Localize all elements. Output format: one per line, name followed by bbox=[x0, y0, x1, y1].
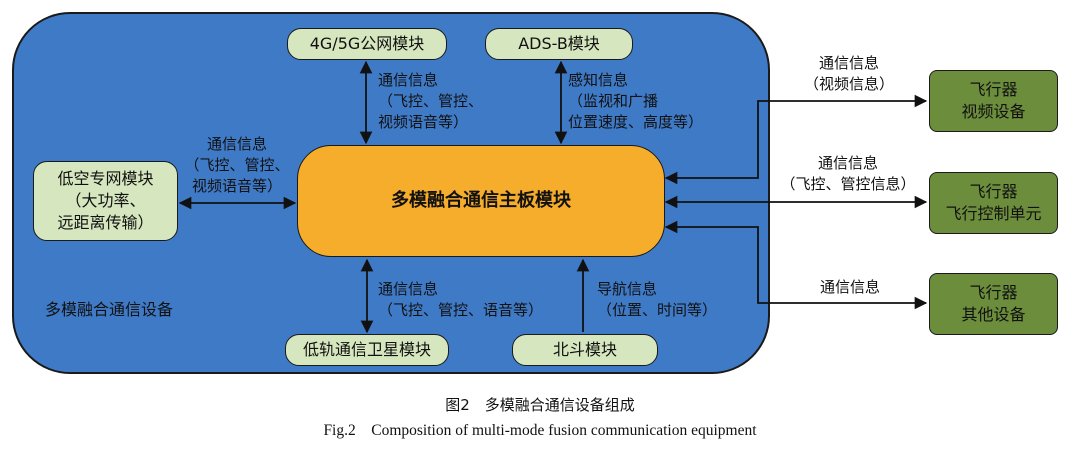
label-flight-ctrl: 通信信息 （飞控、管控信息） bbox=[780, 154, 916, 193]
main-board-module: 多模融合通信主板模块 bbox=[297, 145, 665, 257]
aircraft-video-device: 飞行器 视频设备 bbox=[929, 70, 1058, 132]
arrow-other-dev bbox=[664, 220, 928, 310]
beidou-module: 北斗模块 bbox=[512, 334, 658, 366]
caption-en: Fig.2 Composition of multi-mode fusion c… bbox=[323, 422, 757, 439]
label-adsb: 感知信息 （监视和广播 位置速度、高度等） bbox=[568, 71, 704, 131]
label-low-alt: 通信信息 （飞控、管控、 视频语音等） bbox=[184, 135, 290, 195]
caption-zh: 图2 多模融合通信设备组成 bbox=[445, 396, 635, 414]
aircraft-other-device: 飞行器 其他设备 bbox=[929, 273, 1058, 335]
adsb-module: ADS-B模块 bbox=[485, 28, 633, 60]
label-beidou: 导航信息 （位置、时间等） bbox=[597, 280, 718, 319]
container-label: 多模融合通信设备 bbox=[45, 300, 174, 319]
public-net-module: 4G/5G公网模块 bbox=[287, 28, 447, 60]
aircraft-flight-control-unit: 飞行器 飞行控制单元 bbox=[929, 172, 1058, 234]
label-other-dev: 通信信息 bbox=[819, 278, 880, 296]
arrow-video-dev bbox=[664, 94, 928, 185]
label-video-dev: 通信信息 （视频信息） bbox=[803, 54, 894, 93]
leo-satellite-module: 低轨通信卫星模块 bbox=[285, 334, 449, 366]
low-altitude-network-module: 低空专网模块 （大功率、 远距离传输） bbox=[33, 161, 178, 241]
label-public-net: 通信信息 （飞控、管控、 视频语音等） bbox=[378, 71, 484, 131]
label-leo-sat: 通信信息 （飞控、管控、语音等） bbox=[378, 280, 544, 319]
